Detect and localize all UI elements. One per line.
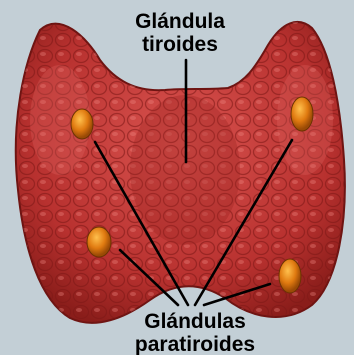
parathyroid-gland-upper-right	[291, 97, 313, 131]
parathyroid-label-line1: Glándulas	[110, 310, 280, 333]
parathyroid-label: Glándulas paratiroides	[110, 310, 280, 355]
thyroid-label: Glándula tiroides	[110, 10, 250, 56]
thyroid-label-line1: Glándula	[110, 10, 250, 33]
parathyroid-gland-lower-left	[87, 227, 111, 257]
parathyroid-gland-lower-right	[279, 259, 301, 293]
parathyroid-gland-upper-left	[71, 109, 93, 139]
parathyroid-label-line2: paratiroides	[110, 333, 280, 355]
thyroid-label-line2: tiroides	[110, 33, 250, 56]
